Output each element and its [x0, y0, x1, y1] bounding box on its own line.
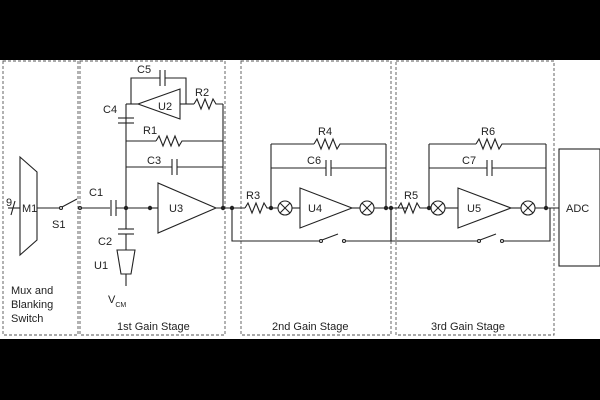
gain2-stage-label: 2nd Gain Stage — [272, 321, 348, 333]
s1-contact-left — [58, 205, 64, 211]
bypass3-contact-right — [499, 238, 505, 244]
m1-label: M1 — [22, 203, 37, 215]
c5-wire — [130, 77, 160, 104]
u5-input-mixer — [430, 200, 446, 216]
vcm-main: V — [108, 294, 116, 306]
mux-stage-label-line3: Switch — [11, 313, 43, 325]
c4-label: C4 — [103, 104, 117, 116]
bus-slash — [10, 200, 16, 216]
r3-label: R3 — [246, 190, 260, 202]
mux-stage-label-line2: Blanking — [11, 299, 53, 311]
c5-wire-right — [165, 77, 187, 104]
u4-label: U4 — [308, 203, 322, 215]
adc-block — [558, 148, 600, 267]
c1-label: C1 — [89, 187, 103, 199]
s1-contact-right — [77, 205, 83, 211]
bypass2-wire-left — [231, 208, 320, 242]
r1-label: R1 — [143, 125, 157, 137]
u5-output-mixer — [520, 200, 536, 216]
r1-resistor — [155, 134, 223, 148]
u5-label: U5 — [467, 203, 481, 215]
c5-label: C5 — [137, 64, 151, 76]
c2-label: C2 — [98, 236, 112, 248]
bypass3-blade — [479, 233, 497, 241]
bypass2-contact-right — [341, 238, 347, 244]
bypass3-contact-left — [476, 238, 482, 244]
vcm-label: VCM — [108, 294, 126, 309]
s1-blade — [61, 198, 78, 208]
u1-buffer — [116, 249, 136, 275]
adc-label: ADC — [566, 203, 589, 215]
u3-opamp — [157, 182, 218, 234]
bypass3-wire-left — [390, 208, 478, 242]
u3-label: U3 — [169, 203, 183, 215]
r4-resistor — [313, 137, 386, 151]
r2-label: R2 — [195, 87, 209, 99]
circuit-schematic: 9 M1 S1 C1 C2 U1 VC — [2, 60, 600, 336]
u4-input-mixer — [277, 200, 293, 216]
u5-opamp — [457, 187, 513, 229]
r3-resistor — [244, 201, 277, 215]
u2-label: U2 — [158, 101, 172, 113]
bypass2-contact-left — [318, 238, 324, 244]
gain3-stage-box — [395, 60, 555, 336]
mux-m1-symbol — [19, 155, 38, 257]
mux-stage-label-line1: Mux and — [11, 285, 53, 297]
gain2-stage-box — [240, 60, 392, 336]
r6-label: R6 — [481, 126, 495, 138]
u4-output-mixer — [359, 200, 375, 216]
r4-label: R4 — [318, 126, 332, 138]
r5-resistor — [397, 201, 425, 215]
u1-label: U1 — [94, 260, 108, 272]
u4-opamp — [299, 187, 354, 229]
c7-label: C7 — [462, 155, 476, 167]
bypass2-blade — [321, 233, 339, 241]
vcm-subscript: CM — [115, 302, 126, 309]
bypass2-wire-right — [346, 208, 392, 242]
gain3-stage-label: 3rd Gain Stage — [431, 321, 505, 333]
bypass3-wire-right — [504, 208, 551, 242]
r5-label: R5 — [404, 190, 418, 202]
gain1-stage-label: 1st Gain Stage — [117, 321, 190, 333]
gain1-stage-box — [79, 60, 226, 336]
r6-resistor — [475, 137, 546, 151]
mux-stage-box — [2, 60, 79, 336]
c6-label: C6 — [307, 155, 321, 167]
r2-resistor — [193, 97, 223, 111]
s1-label: S1 — [52, 219, 65, 231]
c3-label: C3 — [147, 155, 161, 167]
circuit-panel: 9 M1 S1 C1 C2 U1 VC — [0, 60, 600, 339]
input-count-label: 9 — [6, 197, 12, 209]
